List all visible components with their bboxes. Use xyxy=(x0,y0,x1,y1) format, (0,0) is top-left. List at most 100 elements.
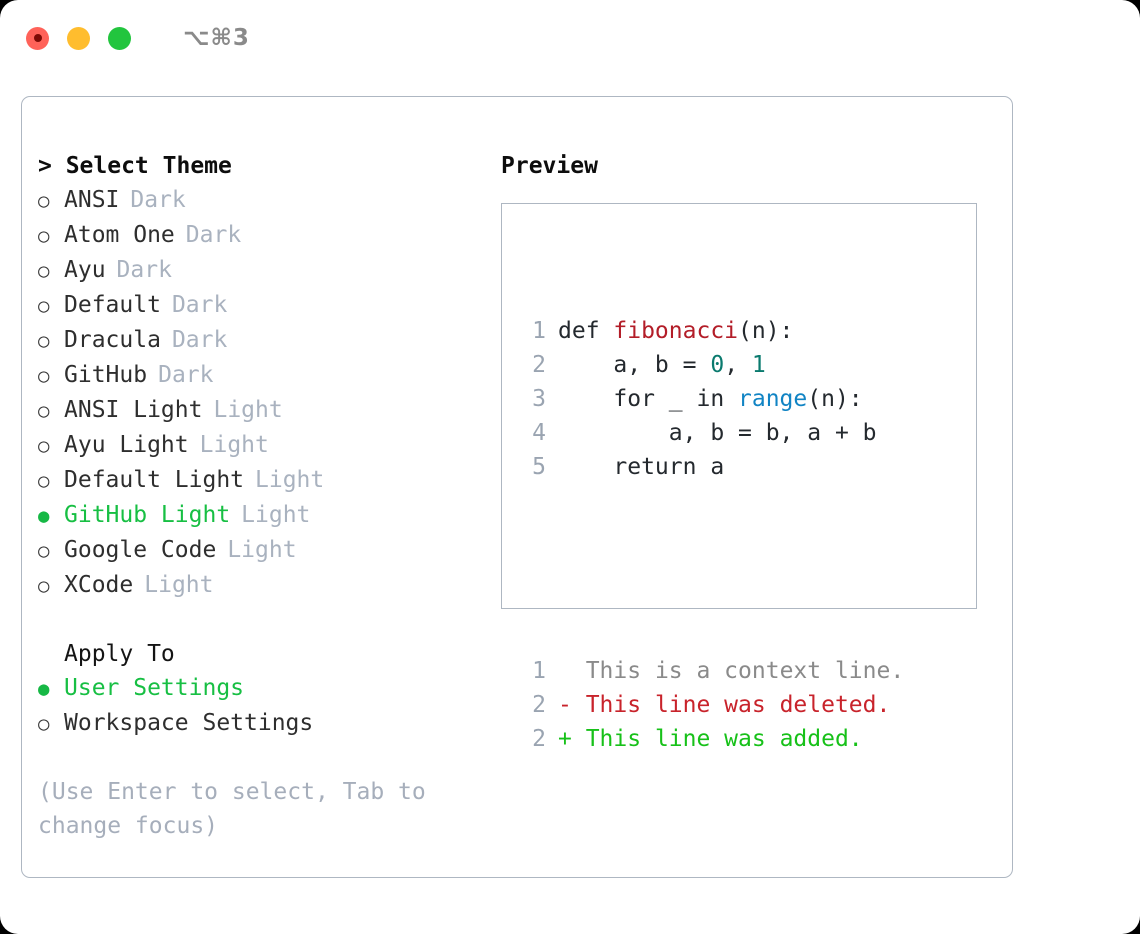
radio-unselected-icon: ○ xyxy=(38,190,50,212)
theme-option-name: Default Light xyxy=(64,467,245,493)
code-line-number: 4 xyxy=(532,420,546,446)
theme-option-name: Google Code xyxy=(64,537,217,563)
radio-unselected-icon: ○ xyxy=(38,225,50,247)
radio-unselected-icon: ○ xyxy=(38,365,50,387)
theme-option-name: Dracula xyxy=(64,327,161,353)
theme-option-ansi-light[interactable]: ○ ANSI Light Light xyxy=(38,393,478,428)
radio-unselected-icon: ○ xyxy=(38,400,50,422)
code-line-text: a, b = 0, 1 xyxy=(558,348,766,382)
diff-line-number: 1 xyxy=(532,658,546,684)
code-token-plain: def xyxy=(558,318,614,344)
diff-line-text: This line was added. xyxy=(585,726,863,752)
diff-line-number: 2 xyxy=(532,726,546,752)
theme-option-kind: Dark xyxy=(185,222,242,248)
theme-option-default[interactable]: ○ Default Dark xyxy=(38,288,478,323)
code-line-number: 3 xyxy=(532,386,546,412)
keyboard-hint-text: (Use Enter to select, Tab to change focu… xyxy=(38,779,440,839)
diff-line-ctx: 1 This is a context line. xyxy=(520,654,904,688)
code-token-plain: (n): xyxy=(738,318,794,344)
code-token-plain: return a xyxy=(558,454,725,480)
radio-selected-icon: ● xyxy=(38,678,50,700)
theme-option-atom-one[interactable]: ○ Atom One Dark xyxy=(38,218,478,253)
theme-option-name: Default xyxy=(64,292,161,318)
code-token-plain: a, b = xyxy=(558,352,711,378)
theme-option-name: Atom One xyxy=(64,222,175,248)
diff-line-number: 2 xyxy=(532,692,546,718)
traffic-lights xyxy=(26,26,131,50)
code-token-call: range xyxy=(738,386,808,412)
code-line: 2 a, b = 0, 1 xyxy=(520,348,904,382)
apply-to-option-list: ● User Settings ○ Workspace Settings xyxy=(38,671,478,741)
code-line-number: 2 xyxy=(532,352,546,378)
theme-option-kind: Dark xyxy=(171,292,228,318)
theme-option-kind: Dark xyxy=(171,327,228,353)
radio-unselected-icon: ○ xyxy=(38,435,50,457)
theme-option-name: Ayu Light xyxy=(64,432,189,458)
theme-option-kind: Light xyxy=(255,467,325,493)
code-line-number: 5 xyxy=(532,454,546,480)
code-line-text: a, b = b, a + b xyxy=(558,416,877,450)
radio-unselected-icon: ○ xyxy=(38,575,50,597)
code-line-number: 1 xyxy=(532,318,546,344)
radio-unselected-icon: ○ xyxy=(38,260,50,282)
apply-to-option-name: User Settings xyxy=(64,675,245,701)
theme-option-name: ANSI Light xyxy=(64,397,203,423)
maximize-button-icon[interactable] xyxy=(108,26,131,50)
code-line: 1 def fibonacci(n): xyxy=(520,314,904,348)
radio-unselected-icon: ○ xyxy=(38,713,50,735)
diff-line-text: This is a context line. xyxy=(585,658,905,684)
theme-option-kind: Light xyxy=(199,432,269,458)
code-line: 3 for _ in range(n): xyxy=(520,382,904,416)
apply-to-option-name: Workspace Settings xyxy=(64,710,314,736)
theme-option-ayu[interactable]: ○ Ayu Dark xyxy=(38,253,478,288)
diff-line-del: 2- This line was deleted. xyxy=(520,688,904,722)
theme-option-dracula[interactable]: ○ Dracula Dark xyxy=(38,323,478,358)
theme-option-kind: Dark xyxy=(116,257,172,283)
theme-option-name: Ayu xyxy=(64,257,106,283)
theme-option-name: GitHub Light xyxy=(64,502,231,528)
code-token-plain: for _ in xyxy=(558,386,739,412)
title-bar: ⌥⌘3 xyxy=(0,0,1140,76)
code-line: 4 a, b = b, a + b xyxy=(520,416,904,450)
radio-unselected-icon: ○ xyxy=(38,295,50,317)
apply-to-header: Apply To xyxy=(64,641,175,667)
code-line: 5 return a xyxy=(520,450,904,484)
apply-to-option-user-settings[interactable]: ● User Settings xyxy=(38,671,478,706)
minimize-button-icon[interactable] xyxy=(67,26,90,50)
spacer xyxy=(38,603,478,637)
theme-option-kind: Light xyxy=(227,537,297,563)
theme-option-name: XCode xyxy=(64,572,134,598)
code-line-text: for _ in range(n): xyxy=(558,382,862,416)
diff-line-add: 2 + This line was added. xyxy=(520,722,904,756)
theme-option-ayu-light[interactable]: ○ Ayu Light Light xyxy=(38,428,478,463)
diff-line-text: This line was deleted. xyxy=(585,692,891,718)
code-token-num: 1 xyxy=(751,352,766,378)
diff-marker: + xyxy=(558,726,586,752)
theme-option-kind: Light xyxy=(213,397,283,423)
code-line-text: def fibonacci(n): xyxy=(558,314,793,348)
apply-to-option-workspace-settings[interactable]: ○ Workspace Settings xyxy=(38,706,478,741)
close-button-icon[interactable] xyxy=(26,26,49,50)
radio-unselected-icon: ○ xyxy=(38,330,50,352)
code-token-plain: , xyxy=(724,352,752,378)
preview-label: Preview xyxy=(501,153,598,179)
code-token-num: 0 xyxy=(710,352,725,378)
spacer xyxy=(520,552,904,586)
theme-option-name: GitHub xyxy=(64,362,148,388)
theme-option-name: ANSI xyxy=(64,187,120,213)
